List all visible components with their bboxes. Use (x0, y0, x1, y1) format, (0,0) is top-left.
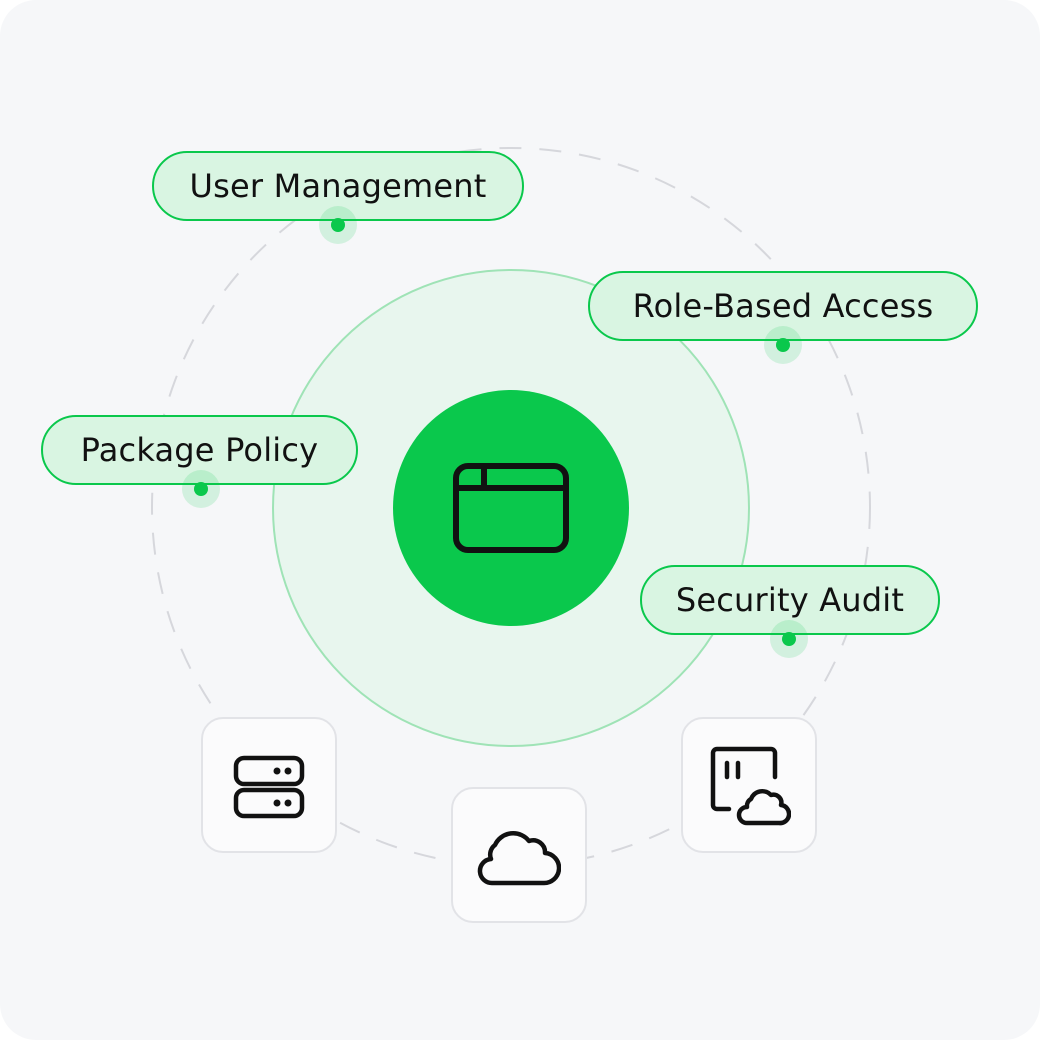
cloud-icon (477, 831, 561, 886)
connector-dot (764, 326, 802, 364)
integration-tile-cloud[interactable] (451, 787, 587, 923)
feature-pill-security-audit[interactable]: Security Audit (640, 565, 940, 635)
feature-label: Role-Based Access (632, 287, 934, 325)
integration-tile-cloud-storage[interactable] (681, 717, 817, 853)
connector-dot (182, 470, 220, 508)
server-stack-icon (233, 755, 305, 819)
browser-window-icon (453, 463, 569, 553)
connector-dot (319, 206, 357, 244)
central-hub[interactable] (393, 390, 629, 626)
integration-tile-server[interactable] (201, 717, 337, 853)
feature-label: User Management (189, 167, 487, 205)
cloud-storage-icon (710, 746, 791, 826)
feature-pill-package-policy[interactable]: Package Policy (41, 415, 358, 485)
connector-dot (770, 620, 808, 658)
feature-label: Package Policy (80, 431, 319, 469)
feature-label: Security Audit (675, 581, 905, 619)
